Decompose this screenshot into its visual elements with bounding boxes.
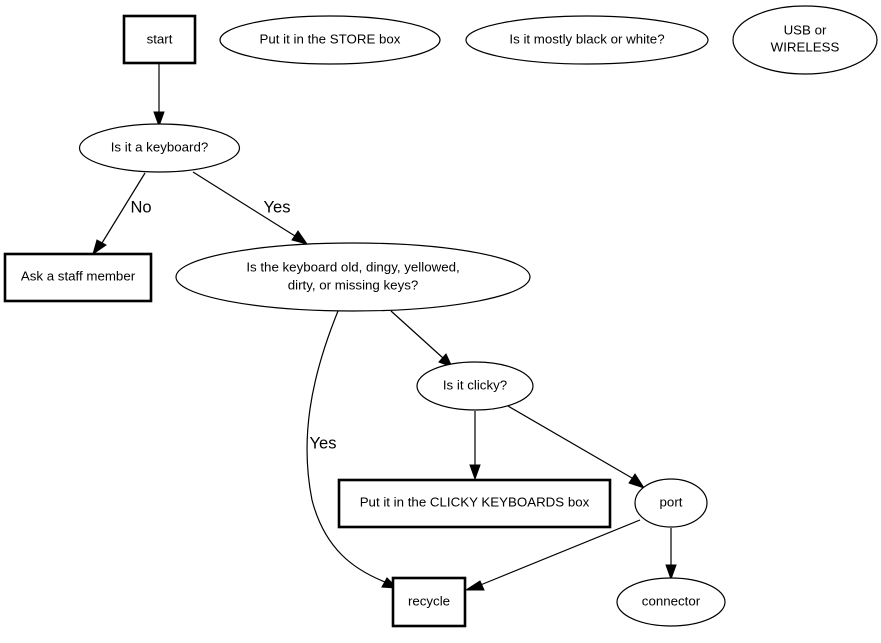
arrowhead [291, 230, 309, 245]
edge-label-yes: Yes [264, 198, 291, 216]
node-label: start [147, 32, 173, 47]
node-is-old[interactable]: Is the keyboard old, dingy, yellowed, di… [175, 242, 531, 312]
edge-clicky-to-port [507, 405, 646, 489]
arrowhead [628, 473, 646, 489]
node-label: Is it mostly black or white? [509, 32, 664, 47]
node-label: port [660, 495, 683, 510]
arrowhead [464, 580, 485, 591]
node-ask-staff[interactable]: Ask a staff member [3, 252, 153, 303]
edge-old-to-clicky [390, 310, 453, 368]
node-label: recycle [408, 594, 450, 609]
node-label-line-2: WIRELESS [771, 40, 840, 55]
node-clicky-keyboards-box[interactable]: Put it in the CLICKY KEYBOARDS box [337, 478, 612, 529]
edge-clicky-to-clicky-box [469, 411, 481, 481]
arrowhead [665, 564, 677, 581]
arrowhead [469, 464, 481, 481]
edge-keyboard-to-staff: No [92, 172, 152, 256]
arrowhead [438, 353, 453, 368]
node-label-line-2: dirty, or missing keys? [288, 278, 419, 293]
edge-label-yes-2: Yes [310, 434, 337, 452]
node-label-line-1: Is the keyboard old, dingy, yellowed, [246, 260, 459, 275]
node-label: Ask a staff member [21, 269, 136, 284]
arrowhead [153, 111, 165, 128]
node-is-clicky[interactable]: Is it clicky? [416, 361, 534, 411]
edge-label-no: No [130, 198, 151, 216]
node-recycle[interactable]: recycle [391, 576, 467, 628]
node-label: Put it in the STORE box [260, 32, 401, 47]
node-label-line-1: USB or [784, 23, 827, 38]
edge-start-to-keyboard [153, 64, 165, 128]
edge-old-to-recycle: Yes [306, 310, 399, 589]
node-port[interactable]: port [634, 478, 708, 528]
edge-port-to-connector [665, 528, 677, 581]
arrowhead [92, 239, 107, 256]
edge-keyboard-to-old: Yes [192, 171, 309, 245]
node-store[interactable]: Put it in the STORE box [219, 15, 441, 65]
edge-port-to-recycle [464, 519, 641, 591]
node-label: Is it a keyboard? [111, 140, 209, 155]
node-label: Is it clicky? [443, 378, 507, 393]
node-usb-or-wireless[interactable]: USB or WIRELESS [732, 5, 878, 75]
node-start[interactable]: start [122, 14, 197, 65]
nodes: start Put it in the STORE box Is it most… [3, 5, 878, 628]
node-connector[interactable]: connector [616, 577, 726, 627]
node-label: Put it in the CLICKY KEYBOARDS box [360, 495, 590, 510]
node-black-or-white[interactable]: Is it mostly black or white? [465, 15, 709, 65]
node-label: connector [642, 594, 701, 609]
node-is-keyboard[interactable]: Is it a keyboard? [78, 123, 241, 173]
